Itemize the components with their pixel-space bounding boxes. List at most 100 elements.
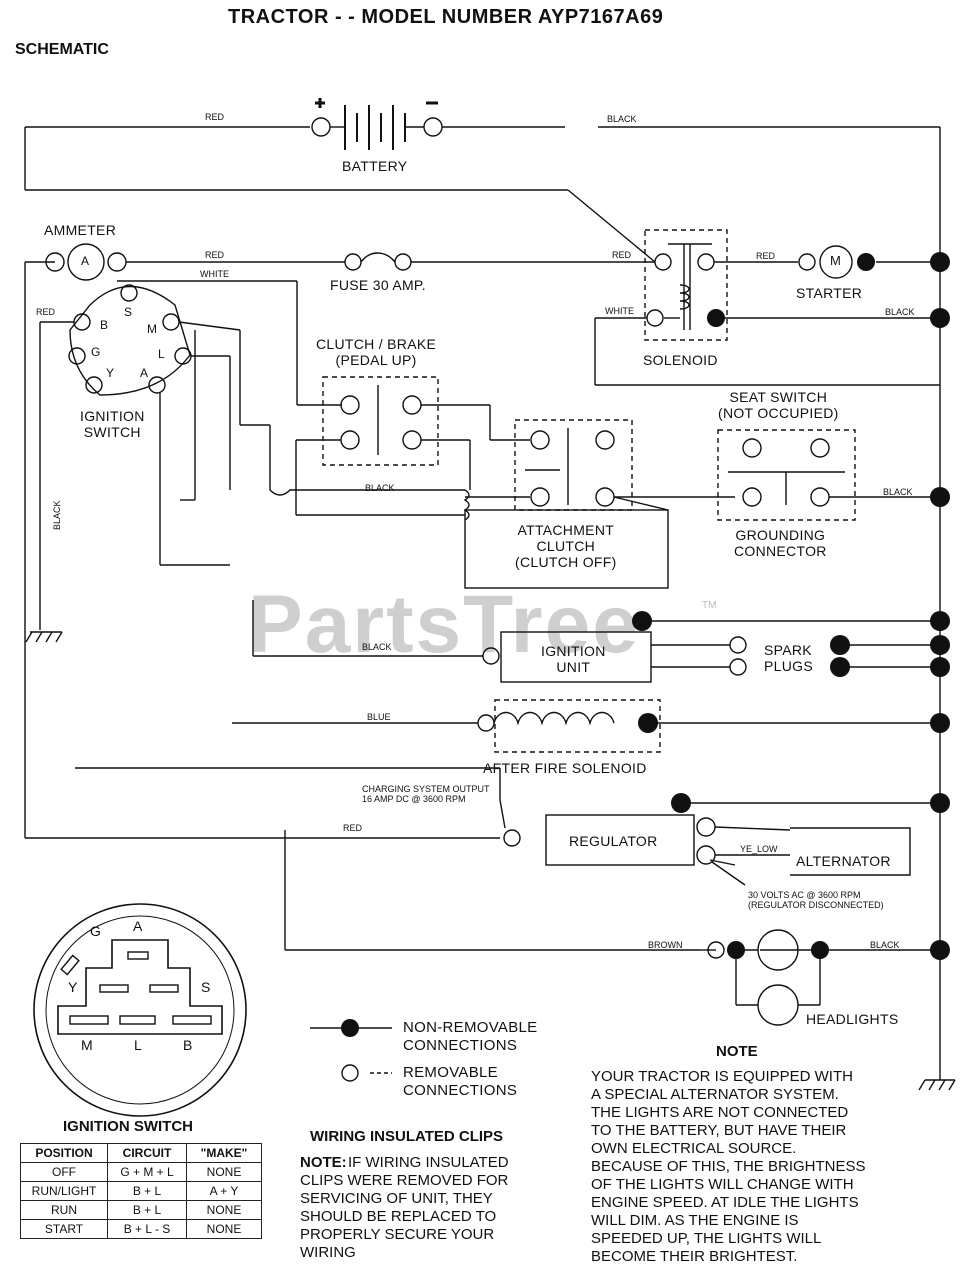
wire-label-black-mid: BLACK	[365, 483, 395, 493]
wire-label-brown: BROWN	[648, 940, 683, 950]
page-title: TRACTOR - - MODEL NUMBER AYP7167A69	[228, 6, 664, 28]
regulator-box	[545, 814, 695, 866]
wire-label-yellow: YE_LOW	[740, 844, 778, 854]
ignition-table-caption: IGNITION SWITCH	[63, 1118, 193, 1135]
switch-terminal-m: M	[147, 322, 157, 336]
connector-letter-b: B	[183, 1037, 193, 1053]
table-cell: NONE	[186, 1219, 262, 1239]
table-cell: NONE	[186, 1200, 262, 1220]
battery-label: BATTERY	[342, 158, 408, 174]
starter-motor-icon	[819, 245, 853, 279]
ignition-switch-label: IGNITION SWITCH	[80, 408, 145, 440]
ignition-unit-label: IGNITION UNIT	[541, 643, 606, 675]
connector-letter-g: G	[90, 923, 101, 939]
wire-label-black-solenoid: BLACK	[885, 307, 915, 317]
after-fire-solenoid-box	[494, 699, 661, 753]
table-row: OFF G + M + L NONE	[20, 1162, 262, 1182]
headlights-label: HEADLIGHTS	[806, 1011, 899, 1027]
table-cell: B + L	[107, 1200, 187, 1220]
alternator-box	[790, 827, 911, 876]
connector-letter-s: S	[201, 979, 211, 995]
connector-letter-y: Y	[68, 979, 78, 995]
charging-output-note: CHARGING SYSTEM OUTPUT 16 AMP DC @ 3600 …	[362, 784, 490, 804]
seat-switch-label: SEAT SWITCH (NOT OCCUPIED)	[718, 389, 839, 421]
fuse-icon	[360, 252, 396, 263]
table-cell: RUN	[20, 1200, 108, 1220]
switch-terminal-l: L	[158, 347, 165, 361]
attachment-clutch-label: ATTACHMENT CLUTCH (CLUTCH OFF)	[515, 522, 617, 570]
fuse-label: FUSE 30 AMP.	[330, 277, 426, 293]
headlight-lower-icon	[757, 984, 799, 1026]
wire-label-black-seat: BLACK	[883, 487, 913, 497]
page-subtitle: SCHEMATIC	[15, 41, 109, 58]
table-cell: OFF	[20, 1162, 108, 1182]
ground-symbol-right	[918, 1079, 956, 1091]
wire-label-blue: BLUE	[367, 712, 391, 722]
attachment-clutch-label-box	[464, 509, 669, 589]
table-cell: G + M + L	[107, 1162, 187, 1182]
connector-letter-a: A	[133, 918, 143, 934]
battery-minus-terminal	[423, 117, 443, 137]
wire-label-black-ignition: BLACK	[362, 642, 392, 652]
switch-terminal-a: A	[140, 366, 149, 380]
table-cell: START	[20, 1219, 108, 1239]
trademark: TM	[702, 600, 717, 611]
wire-label-black-top: BLACK	[607, 114, 637, 124]
watermark: PartsTree	[248, 579, 640, 670]
clutch-brake-switch-box	[322, 376, 439, 466]
spark-plugs-label: SPARK PLUGS	[764, 642, 813, 674]
wire-label-red-regulator: RED	[343, 823, 363, 833]
note-heading: NOTE	[716, 1043, 758, 1060]
alternator-label: ALTERNATOR	[796, 853, 891, 869]
clutch-brake-label: CLUTCH / BRAKE (PEDAL UP)	[316, 336, 437, 368]
grounding-connector-label: GROUNDING CONNECTOR	[734, 527, 827, 559]
clips-note-text: IF WIRING INSULATED CLIPS WERE REMOVED F…	[300, 1154, 509, 1261]
wire-label-red-switch: RED	[36, 307, 56, 317]
solenoid-coil-icon	[679, 284, 690, 310]
table-cell: A + Y	[186, 1181, 262, 1201]
table-cell: B + L - S	[107, 1219, 187, 1239]
starter-label: STARTER	[796, 285, 863, 301]
switch-terminal-y: Y	[106, 366, 115, 380]
solenoid-label: SOLENOID	[643, 352, 718, 368]
alternator-voltage-note: 30 VOLTS AC @ 3600 RPM (REGULATOR DISCON…	[748, 890, 884, 910]
table-row: START B + L - S NONE	[20, 1219, 262, 1239]
regulator-label: REGULATOR	[569, 833, 658, 849]
wire-label-red-top: RED	[205, 112, 225, 122]
ignition-switch-icon	[68, 284, 192, 396]
connector-pins	[60, 951, 212, 1025]
switch-terminal-g: G	[91, 345, 101, 359]
wire-label-black-headlight: BLACK	[870, 940, 900, 950]
connector-outer-ring	[33, 903, 247, 1117]
ammeter-icon	[67, 243, 105, 281]
battery-plus-terminal	[311, 117, 331, 137]
ammeter-label: AMMETER	[44, 222, 117, 238]
non-removable-connection-dots	[341, 252, 950, 1037]
wire-label-white-ammeter: WHITE	[200, 269, 229, 279]
wire-label-red-ammeter: RED	[205, 250, 225, 260]
after-fire-solenoid-label: AFTER FIRE SOLENOID	[483, 760, 647, 776]
table-header: CIRCUIT	[107, 1143, 187, 1163]
legend-non-removable: NON-REMOVABLE CONNECTIONS	[403, 1019, 538, 1054]
ignition-unit-box	[500, 631, 652, 683]
clips-heading: WIRING INSULATED CLIPS	[310, 1128, 504, 1145]
connector-letter-l: L	[134, 1037, 142, 1053]
starter-symbol: M	[830, 253, 841, 268]
after-fire-coil-icon	[493, 711, 615, 726]
table-cell: B + L	[107, 1181, 187, 1201]
table-cell: NONE	[186, 1162, 262, 1182]
seat-switch-box	[717, 429, 856, 521]
table-row: RUN/LIGHT B + L A + Y	[20, 1181, 262, 1201]
battery-polarity-icons	[315, 98, 438, 108]
wire-label-white-solenoid: WHITE	[605, 306, 634, 316]
connector-body	[57, 939, 223, 1035]
wire-label-black-vertical: BLACK	[52, 500, 62, 530]
battery-icon	[344, 105, 406, 150]
ignition-switch-table: POSITION CIRCUIT "MAKE" OFF G + M + L NO…	[20, 1143, 262, 1239]
connector-letter-m: M	[81, 1037, 93, 1053]
switch-terminal-s: S	[124, 305, 133, 319]
note-text: YOUR TRACTOR IS EQUIPPED WITH A SPECIAL …	[591, 1068, 866, 1265]
ammeter-symbol: A	[81, 254, 90, 268]
table-cell: RUN/LIGHT	[20, 1181, 108, 1201]
